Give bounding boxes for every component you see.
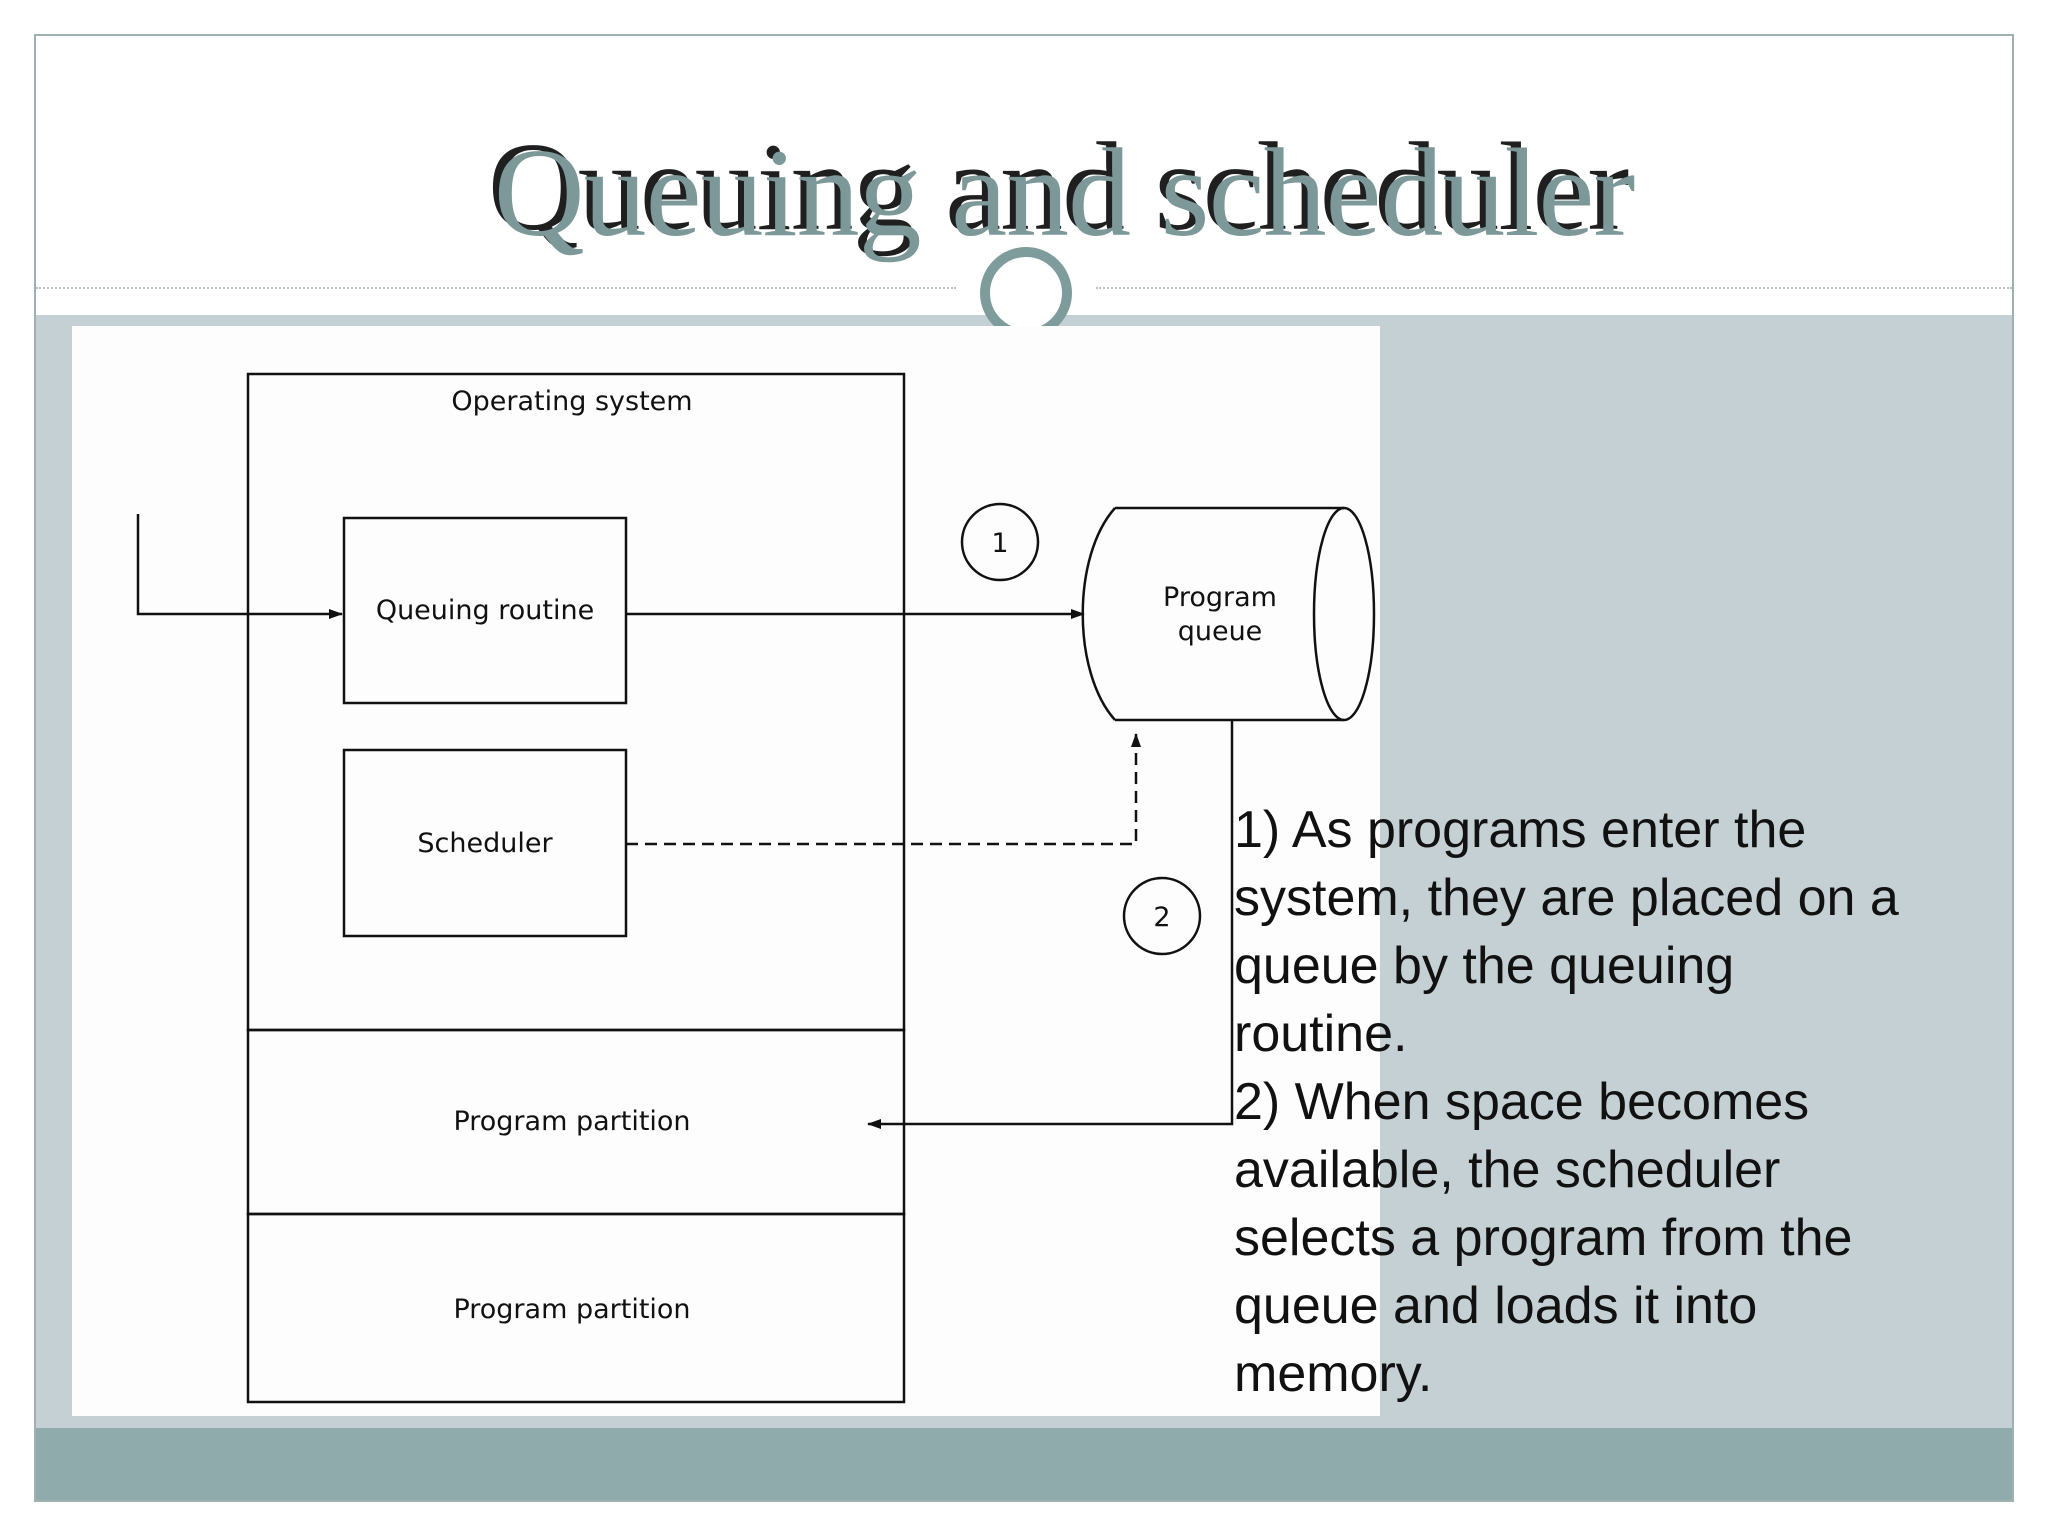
marker-2-label: 2	[1153, 902, 1170, 933]
program-queue-cylinder	[1081, 506, 1344, 722]
program-partition-2-label: Program partition	[453, 1294, 690, 1325]
incoming-arrow	[136, 514, 343, 619]
program-queue-label-line1: Program	[1163, 582, 1277, 613]
queuing-routine-label: Queuing routine	[376, 595, 594, 626]
description-line: routine.	[1234, 1005, 1408, 1063]
diagram-panel: Operating system Program partition Progr…	[72, 326, 1380, 1416]
os-label: Operating system	[451, 386, 692, 417]
scheduler-label: Scheduler	[417, 828, 553, 859]
program-queue-label-line2: queue	[1178, 616, 1263, 647]
queuing-diagram: Operating system Program partition Progr…	[136, 372, 1376, 1404]
program-partition-1-label: Program partition	[453, 1106, 690, 1137]
description-line: 2) When space becomes	[1234, 1073, 1810, 1131]
description-line: 1) As programs enter the	[1234, 801, 1807, 859]
load-arrow	[867, 720, 1234, 1129]
marker-2-circle	[1122, 876, 1202, 956]
description-line: available, the scheduler	[1234, 1141, 1781, 1199]
slide-title: Queuing and scheduler	[493, 124, 1636, 263]
description-text: 1) As programs enter the system, they ar…	[1234, 796, 1994, 1408]
description-line: system, they are placed on a	[1234, 869, 1899, 927]
title-rule-right	[1096, 287, 2012, 289]
program-queue-cylinder-end	[1312, 506, 1376, 722]
description-line: memory.	[1234, 1345, 1433, 1403]
marker-1-label: 1	[991, 528, 1008, 559]
program-partition-2-box	[246, 1212, 906, 1404]
title-rule-left	[36, 287, 956, 289]
description-line: selects a program from the	[1234, 1209, 1853, 1267]
description-line: queue by the queuing	[1234, 937, 1735, 995]
slide: Queuing and scheduler Operating system P…	[34, 34, 2014, 1502]
footer-band	[36, 1428, 2012, 1500]
marker-1-circle	[960, 502, 1040, 582]
scheduler-signal-arrow	[626, 733, 1141, 846]
description-line: queue and loads it into	[1234, 1277, 1758, 1335]
queuing-routine-box	[342, 516, 628, 705]
